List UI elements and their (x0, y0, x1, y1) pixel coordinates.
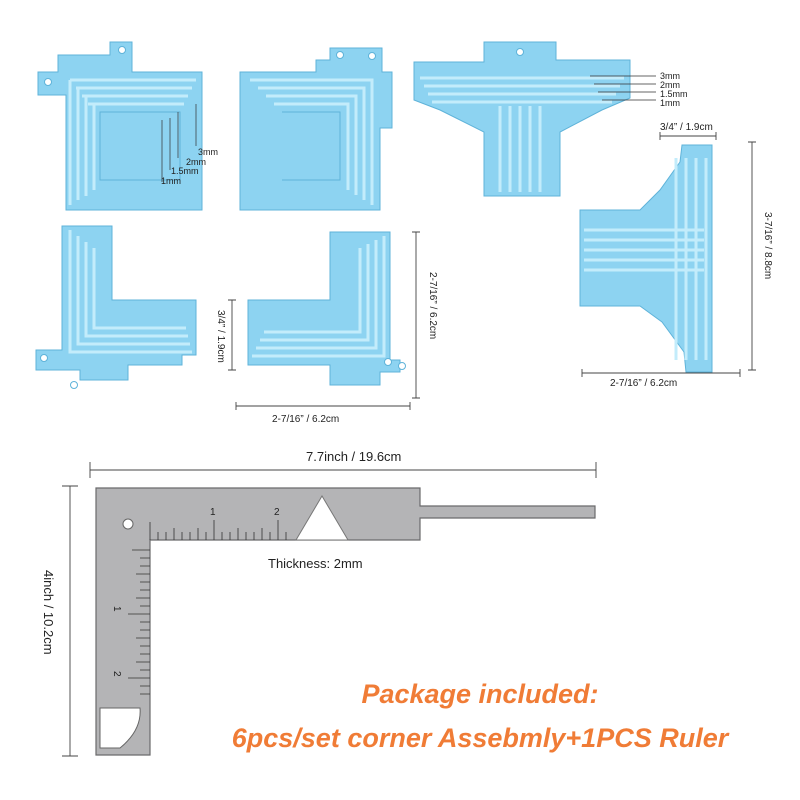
thickness-1mm-label-1: 1mm (161, 176, 181, 186)
thickness-1.5mm-label-5: 1.5mm (660, 89, 688, 99)
ruler-height-label: 4inch / 10.2cm (41, 570, 56, 655)
ruler-scale-number-2: 2 (274, 507, 280, 518)
piece5-top-label: 3/4” / 1.9cm (660, 122, 713, 133)
thickness-1.5mm-label-1: 1.5mm (171, 166, 199, 176)
caption-line-2: 6pcs/set corner Assebmly+1PCS Ruler (231, 723, 729, 753)
thickness-3mm-label-1: 3mm (198, 147, 218, 157)
dimension-lines-left (228, 231, 420, 410)
left-pair-bottom-label: 2-7/16” / 6.2cm (272, 414, 339, 425)
piece5-bottom-label: 2-7/16” / 6.2cm (610, 378, 677, 389)
thickness-3mm-label-5: 3mm (660, 71, 680, 81)
ruler-thickness-label: Thickness: 2mm (268, 556, 363, 571)
corner-piece-6 (579, 144, 713, 373)
left-pair-side-label: 2-7/16” / 6.2cm (427, 272, 438, 339)
left-pair-height-label: 3/4” / 1.9cm (215, 310, 226, 363)
thickness-leaders-5 (590, 75, 656, 101)
corner-piece-1 (37, 41, 203, 211)
l-ruler (95, 487, 596, 756)
thickness-1mm-label-5: 1mm (660, 98, 680, 108)
piece5-side-label: 3-7/16” / 8.8cm (762, 212, 773, 279)
ruler-width-label: 7.7inch / 19.6cm (306, 449, 401, 464)
thickness-2mm-label-5: 2mm (660, 80, 680, 90)
ruler-scale-number-v2: 2 (111, 671, 122, 677)
ruler-scale-number-1: 1 (210, 507, 216, 518)
dimension-lines-right (581, 132, 756, 377)
ruler-dimension-lines (62, 462, 597, 757)
thickness-2mm-label-1: 2mm (186, 157, 206, 167)
thickness-leaders-1 (161, 104, 197, 182)
corner-piece-5 (413, 41, 631, 197)
ruler-scale-number-v1: 1 (111, 606, 122, 612)
caption-line-1: Package included: (361, 679, 599, 709)
corner-piece-4 (247, 231, 406, 386)
corner-piece-2 (239, 47, 393, 211)
corner-piece-3 (35, 225, 197, 389)
